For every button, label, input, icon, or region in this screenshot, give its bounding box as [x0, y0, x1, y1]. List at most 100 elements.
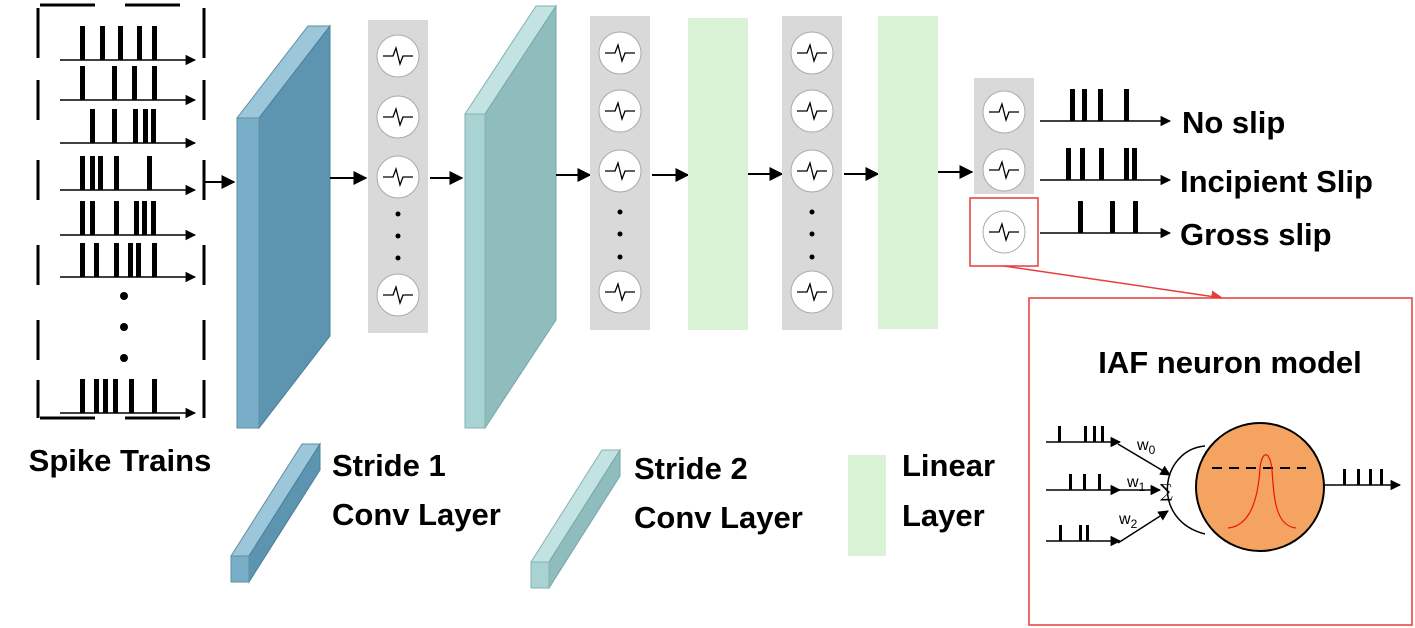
weight-label-2: w2 — [1118, 511, 1138, 531]
neuron-unit — [376, 34, 420, 78]
spike — [133, 109, 138, 143]
spike — [129, 379, 134, 413]
linear-layer-1 — [688, 18, 748, 330]
spike — [1369, 469, 1372, 485]
spike — [90, 201, 95, 235]
spike — [1132, 148, 1137, 180]
input-dashed-frame — [36, 3, 206, 420]
spike — [114, 201, 119, 235]
neuron-unit — [790, 149, 834, 193]
spike — [1083, 474, 1086, 490]
spike — [90, 156, 95, 190]
spike-train — [60, 201, 197, 241]
ellipsis-dot — [120, 292, 128, 300]
spike — [1069, 474, 1072, 490]
spike — [151, 201, 156, 235]
spike — [1098, 89, 1103, 121]
spike — [137, 26, 142, 60]
neuron-unit — [598, 31, 642, 75]
spike — [1124, 148, 1129, 180]
neuron-unit — [598, 270, 642, 314]
spike — [128, 243, 133, 277]
neuron-unit — [598, 89, 642, 133]
spike — [1079, 525, 1082, 541]
spike — [80, 66, 85, 100]
spike — [1082, 89, 1087, 121]
legend-stride2-line1: Stride 2 — [634, 451, 748, 486]
spike — [114, 243, 119, 277]
spike — [147, 156, 152, 190]
spike-train — [1040, 201, 1172, 239]
linear-layer-2 — [878, 16, 938, 329]
spike — [113, 379, 118, 413]
spike — [1059, 525, 1062, 541]
spike — [112, 66, 117, 100]
legend-stride2-line2: Conv Layer — [634, 500, 803, 535]
legend-linear-line1: Linear — [902, 448, 995, 483]
weight-label-1: w1 — [1126, 474, 1146, 494]
spike — [94, 379, 99, 413]
output-neuron-column — [974, 78, 1034, 254]
neuron-unit — [790, 270, 834, 314]
spike — [114, 156, 119, 190]
activation-glyph — [383, 106, 413, 128]
ellipsis-dot — [395, 233, 401, 239]
ellipsis-dot — [120, 323, 128, 331]
spike-train — [1046, 426, 1122, 448]
neuron-unit — [982, 90, 1026, 134]
ellipsis-dot — [809, 254, 815, 260]
iaf-neuron-panel: IAF neuron model w0 w1 w2 ∑ — [1028, 297, 1413, 626]
spike — [142, 201, 147, 235]
spike — [100, 26, 105, 60]
neuron-column-2 — [590, 16, 650, 330]
spike-train — [60, 26, 197, 66]
ellipsis-dot — [809, 231, 815, 237]
spike — [1086, 525, 1089, 541]
spike — [1380, 469, 1383, 485]
activation-glyph — [989, 159, 1019, 181]
spike-train — [1040, 89, 1172, 127]
spike — [1084, 426, 1087, 442]
legend-stride1: Stride 1 Conv Layer — [230, 442, 501, 584]
neuron-unit — [376, 273, 420, 317]
neuron-unit — [376, 95, 420, 139]
spike — [80, 156, 85, 190]
spike-train — [1040, 148, 1172, 186]
activation-glyph — [605, 100, 635, 122]
neuron-unit — [982, 148, 1026, 192]
membrane-potential-curve — [1227, 454, 1297, 529]
spike — [80, 243, 85, 277]
spike — [1093, 426, 1096, 442]
spike — [98, 156, 103, 190]
neuron-unit — [982, 210, 1026, 254]
spike — [152, 66, 157, 100]
output-label-incipient-slip: Incipient Slip — [1180, 164, 1373, 199]
neuron-unit — [790, 89, 834, 133]
spike — [103, 379, 108, 413]
activation-glyph — [797, 100, 827, 122]
spike — [152, 26, 157, 60]
spike-trains-input: Spike Trains — [29, 3, 212, 478]
spike-train-rows — [60, 26, 197, 419]
spike-train — [60, 379, 197, 419]
spike — [143, 109, 148, 143]
activation-glyph — [797, 281, 827, 303]
conv-layer-stride1 — [235, 24, 332, 430]
legend-stride1-line2: Conv Layer — [332, 497, 501, 532]
iaf-callout-line — [1003, 265, 1224, 303]
ellipsis-dot — [617, 231, 623, 237]
neuron-column-3 — [782, 16, 842, 330]
input-label: Spike Trains — [29, 443, 212, 478]
neuron-column-1 — [368, 20, 428, 333]
spike — [118, 26, 123, 60]
iaf-neuron-body — [1195, 422, 1325, 552]
ellipsis-dot — [617, 209, 623, 215]
spike — [1070, 89, 1075, 121]
activation-glyph — [605, 160, 635, 182]
neuron-unit — [790, 31, 834, 75]
spike-train — [1046, 474, 1122, 496]
spike — [1098, 474, 1101, 490]
activation-glyph — [383, 45, 413, 67]
activation-glyph — [383, 166, 413, 188]
activation-glyph — [797, 160, 827, 182]
